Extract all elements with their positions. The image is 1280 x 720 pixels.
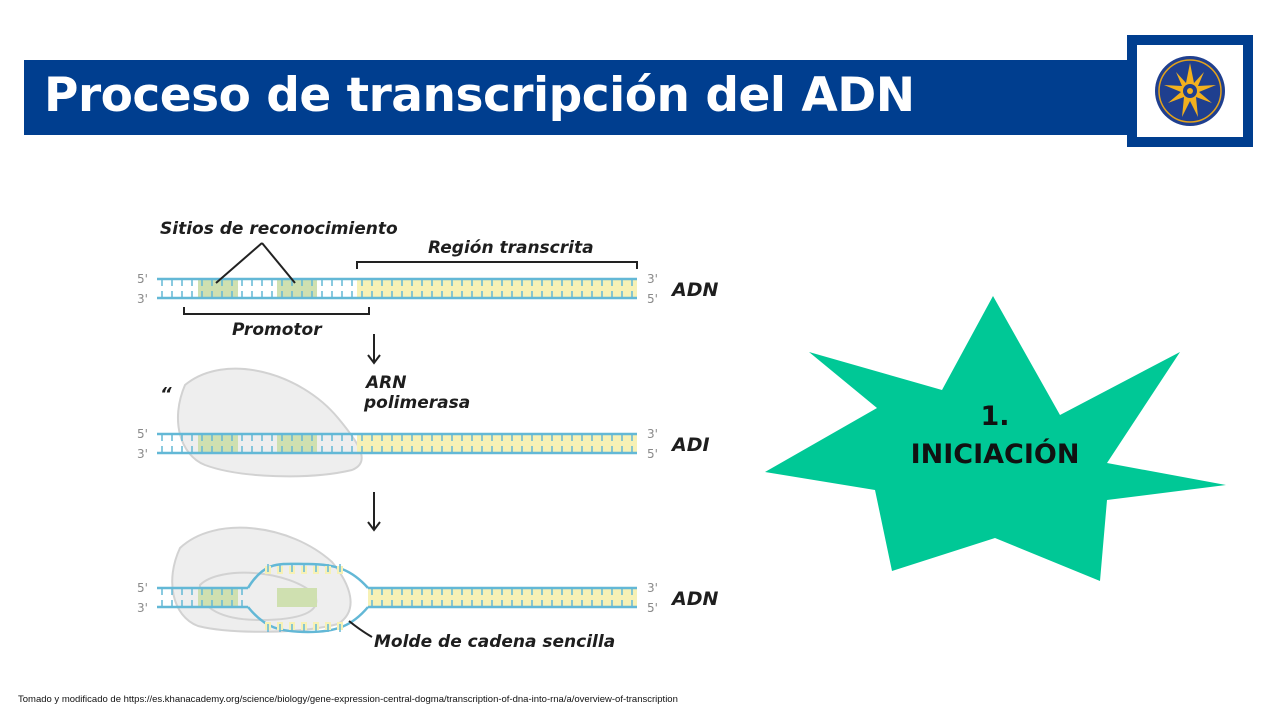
dna-label: ADN: [670, 588, 718, 610]
logo-background: [1137, 45, 1243, 137]
transcribed-region-block: [357, 279, 637, 298]
down-arrow-icon: [367, 334, 381, 365]
three-prime-right-label: 3': [647, 272, 658, 286]
transcribed-region-block: [357, 434, 637, 453]
transcribed-region-bracket: [356, 261, 638, 269]
recognition-site-block: [277, 588, 317, 607]
three-prime-right-label: 3': [647, 581, 658, 595]
promoter-bracket: [183, 307, 370, 315]
polymerase-label-line1: ARN: [364, 373, 406, 393]
recognition-site-block: [198, 588, 238, 607]
step-label: 1. INICIACIÓN: [760, 398, 1230, 474]
source-citation: Tomado y modificado de https://es.khanac…: [18, 694, 678, 705]
five-prime-left-label: 5': [137, 581, 148, 595]
step-name: INICIACIÓN: [910, 439, 1080, 470]
open-strand-top: [246, 562, 369, 589]
logo-frame: [1127, 35, 1253, 147]
open-strand-bottom: [247, 606, 369, 634]
single-strand-template-label: Molde de cadena sencilla: [374, 632, 615, 652]
step-number: 1.: [980, 401, 1010, 432]
sun-emblem-icon: [1155, 56, 1225, 126]
polymerase-label-line2: polimerasa: [363, 393, 470, 413]
transcribed-region-block: [368, 588, 637, 607]
rna-polymerase-inner-outline: [198, 571, 318, 622]
three-prime-left-label: 3': [137, 447, 148, 461]
promoter-label: Promotor: [232, 320, 323, 340]
step-badge: 1. INICIACIÓN: [760, 290, 1230, 590]
recognition-site-block: [277, 434, 317, 453]
five-prime-left-label: 5': [137, 272, 148, 286]
page-title: Proceso de transcripción del ADN: [44, 68, 915, 123]
three-prime-left-label: 3': [137, 292, 148, 306]
three-prime-right-label: 3': [647, 427, 658, 441]
transcribed-region-label: Región transcrita: [428, 238, 594, 258]
star-shape: [765, 296, 1226, 581]
down-arrow-icon: [367, 492, 381, 532]
rna-polymerase-blob: [177, 367, 363, 478]
recognition-site-block: [198, 434, 238, 453]
recognition-site-block: [277, 279, 317, 298]
recognition-sites-label: Sitios de reconocimiento: [160, 219, 398, 239]
five-prime-left-label: 5': [137, 427, 148, 441]
five-prime-right-label: 5': [647, 601, 658, 615]
three-prime-left-label: 3': [137, 601, 148, 615]
rna-polymerase-blob: [171, 526, 352, 633]
dna-label: ADN: [670, 279, 718, 301]
recognition-pointer-right: [261, 242, 296, 284]
recognition-pointer-left: [215, 242, 263, 284]
five-prime-right-label: 5': [647, 292, 658, 306]
five-prime-right-label: 5': [647, 447, 658, 461]
dna-label: ADI: [670, 434, 710, 456]
quote-mark: “: [160, 384, 172, 405]
transcription-diagram: Sitios de reconocimiento Región transcri…: [137, 219, 718, 652]
template-pointer: [348, 620, 373, 638]
recognition-site-block: [198, 279, 238, 298]
title-bar: Proceso de transcripción del ADN: [24, 60, 1128, 135]
